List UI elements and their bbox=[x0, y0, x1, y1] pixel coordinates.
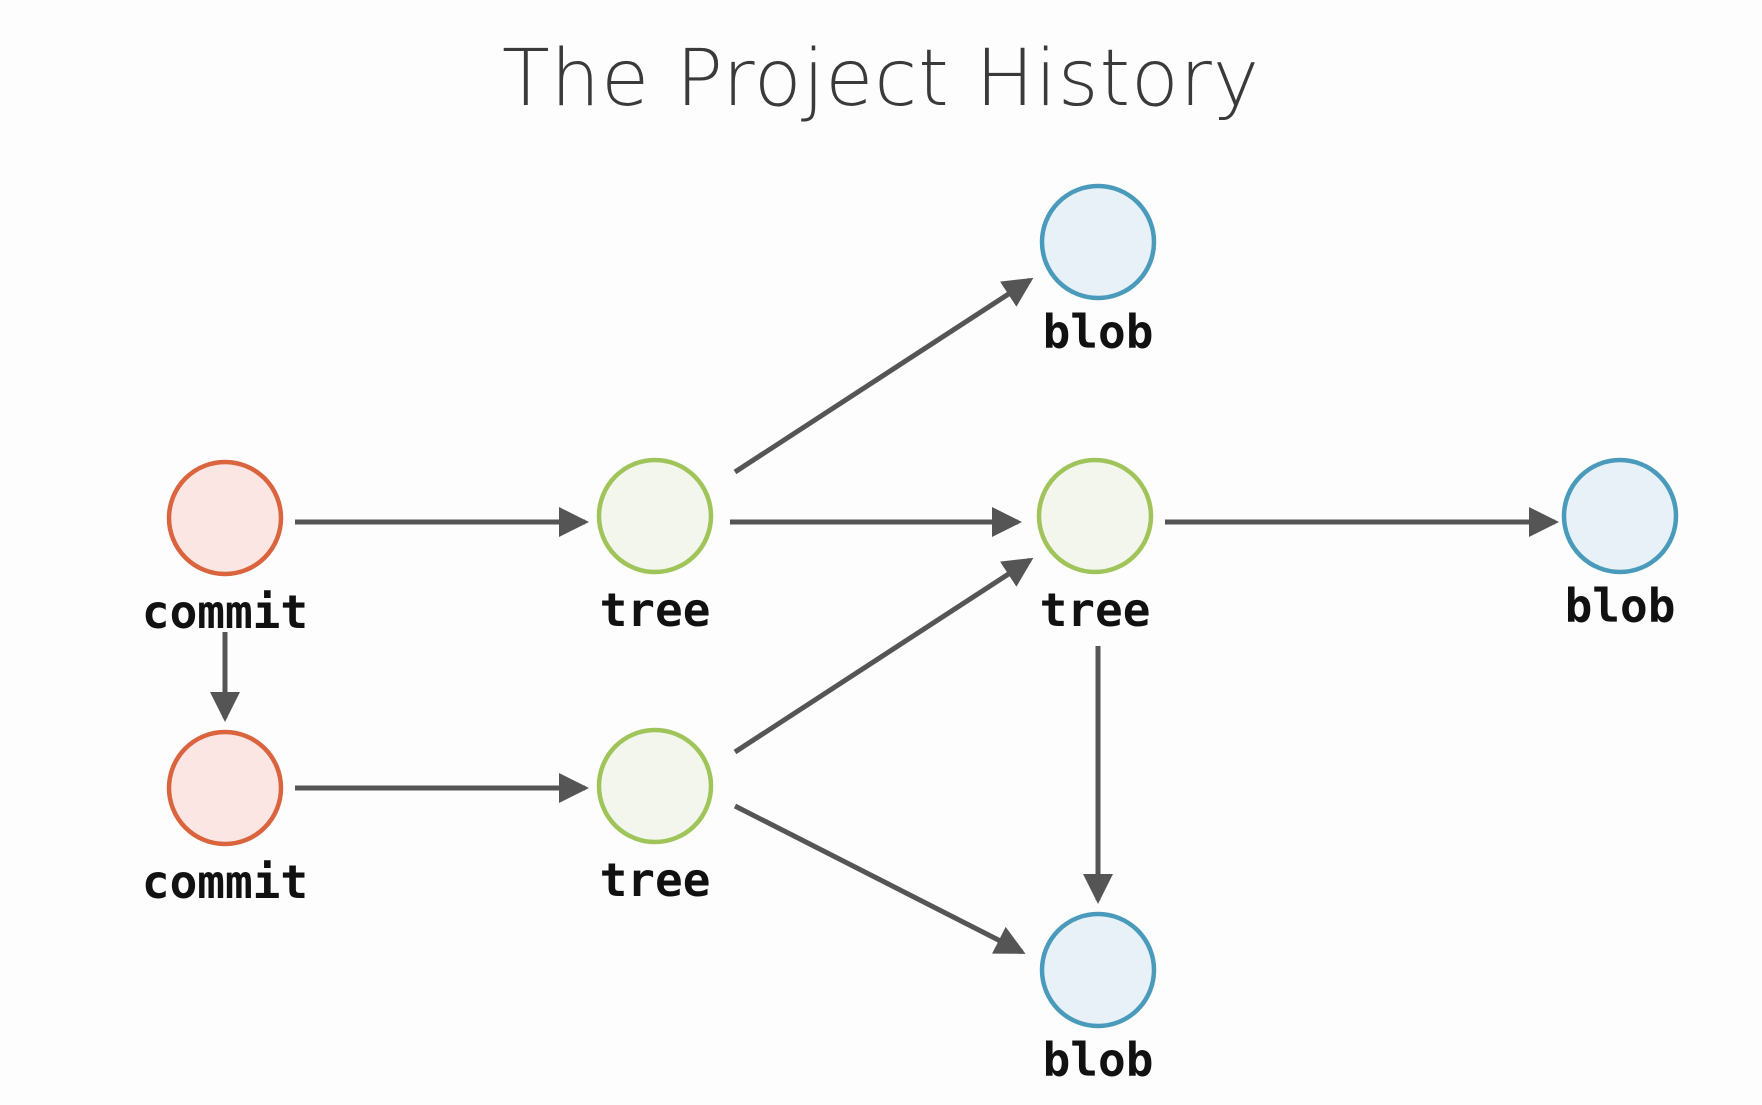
tree-node-tree-2: tree bbox=[596, 727, 714, 907]
tree-node-tree-1: tree bbox=[596, 457, 714, 637]
blob-node-blob-1: blob bbox=[1039, 183, 1157, 359]
edges-layer bbox=[210, 277, 1560, 955]
blob-node-blob-2: blob bbox=[1561, 457, 1679, 633]
tree-circle bbox=[596, 457, 714, 575]
blob-node-blob-3: blob bbox=[1039, 911, 1157, 1087]
edge-tree-2-to-blob-3 bbox=[733, 803, 1026, 955]
blob-label: blob bbox=[1043, 1033, 1154, 1087]
blob-circle bbox=[1039, 183, 1157, 301]
tree-label: tree bbox=[600, 853, 711, 907]
commit-circle bbox=[166, 459, 284, 577]
nodes-layer: commit commit tree tree tree blob blob blob bbox=[142, 183, 1679, 1087]
blob-circle bbox=[1039, 911, 1157, 1029]
edge-tree-1-to-blob-1 bbox=[733, 277, 1034, 475]
tree-circle bbox=[596, 727, 714, 845]
commit-node-commit-2: commit bbox=[142, 729, 308, 909]
commit-label: commit bbox=[142, 855, 308, 909]
tree-circle bbox=[1036, 457, 1154, 575]
blob-label: blob bbox=[1043, 305, 1154, 359]
tree-label: tree bbox=[1040, 583, 1151, 637]
commit-label: commit bbox=[142, 585, 308, 639]
commit-circle bbox=[166, 729, 284, 847]
tree-node-tree-3: tree bbox=[1036, 457, 1154, 637]
blob-label: blob bbox=[1565, 579, 1676, 633]
blob-circle bbox=[1561, 457, 1679, 575]
page-title: The Project History bbox=[501, 34, 1261, 124]
edge-tree-2-to-tree-3 bbox=[733, 557, 1034, 755]
commit-node-commit-1: commit bbox=[142, 459, 308, 639]
tree-label: tree bbox=[600, 583, 711, 637]
